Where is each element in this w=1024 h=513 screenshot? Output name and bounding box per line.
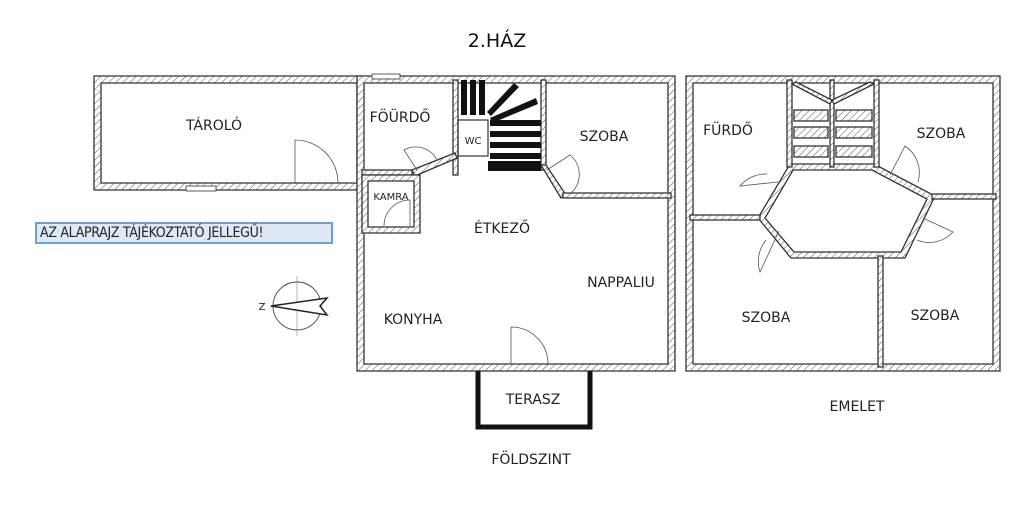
room-label: NAPPALIU [587,275,655,291]
upper-floor: FÜRDŐ SZOBA SZOBA SZOBA EMELET [685,75,1001,415]
door-icon [403,146,438,171]
room-label: FÜRDŐ [703,121,753,139]
door-icon [383,199,411,227]
room-label: TÁROLÓ [185,116,242,134]
room-label: ÉTKEZŐ [474,219,530,237]
wall [361,169,413,176]
room-label: SZOBA [580,129,629,145]
wall [452,79,459,176]
door-icon [294,139,339,184]
door-icon [739,173,779,187]
terrace-outline [475,371,593,430]
wall [877,255,884,368]
room-label: FÖÜRDŐ [370,108,431,126]
staircase [790,81,876,158]
plan-title: 2.HÁZ [468,29,526,52]
upper-walls [685,75,1001,372]
wall [873,79,880,168]
wall [411,152,458,177]
compass-icon: Z [259,276,329,336]
wc-box [457,119,489,157]
room-label: SZOBA [917,126,966,142]
floor-label: FÖLDSZINT [491,450,571,468]
house-walls [356,75,676,372]
room-label: KONYHA [384,312,443,328]
wall [786,79,793,168]
wall [931,193,997,200]
door-icon [916,217,954,243]
door-icon [510,326,549,365]
room-label: SZOBA [742,310,791,326]
staircase [461,80,541,171]
floor-label: EMELET [830,399,885,415]
pantry-walls [361,174,421,234]
svg-text:Z: Z [259,302,266,313]
door-icon [757,230,780,274]
door-icon [889,145,920,183]
ground-floor: TÁROLÓ FÖÜRDŐ WC SZOBA KAMRA ÉTKEZŐ NAPP… [93,73,676,468]
wall [562,192,672,199]
room-label: KAMRA [373,192,408,203]
room-label: SZOBA [911,308,960,324]
wall [540,79,547,171]
wall [539,164,567,199]
disclaimer-note[interactable]: AZ ALAPRAJZ TÁJÉKOZTATÓ JELLEGŰ! [35,222,333,244]
room-label: TERASZ [505,392,561,408]
wall [829,79,835,168]
room-label: WC [465,136,482,147]
wall [689,214,761,221]
hall-walls [757,163,936,259]
door-icon [546,154,580,194]
